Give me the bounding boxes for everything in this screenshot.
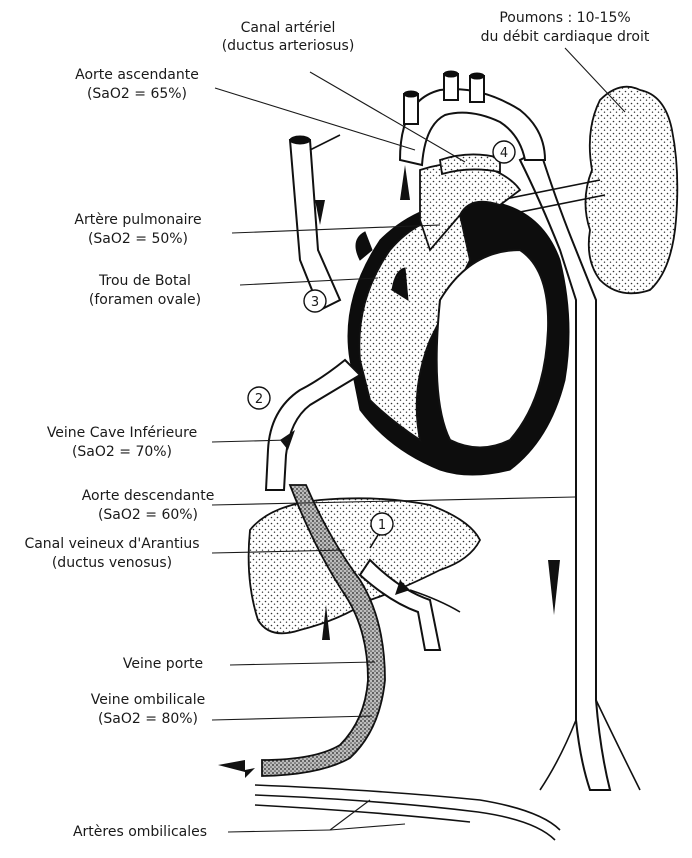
aorta-branch [540, 720, 576, 790]
leader-veine-porte [230, 662, 375, 665]
leader-arteres-ombilicales-1 [228, 830, 330, 832]
label-veine-porte: Veine porte [123, 656, 203, 672]
svg-text:4: 4 [500, 146, 508, 161]
marker-2: 2 [248, 387, 270, 409]
leader-poumons [565, 48, 625, 112]
label-canal-arteriel: Canal artériel [241, 20, 336, 36]
arch-vessel-2 [444, 74, 458, 100]
label-vci: Veine Cave Inférieure [47, 425, 197, 441]
label-trou-botal-sub: (foramen ovale) [89, 292, 201, 308]
label-trou-botal: Trou de Botal [98, 273, 191, 289]
label-aorte-ascendante: Aorte ascendante [75, 67, 199, 83]
marker-4: 4 [493, 141, 515, 163]
label-canal-arteriel-sub: (ductus arteriosus) [222, 38, 355, 54]
leader-arteres-ombilicales-3 [330, 824, 405, 830]
label-veine-ombilicale-sao2: (SaO2 = 80%) [98, 711, 198, 727]
leader-aorte-ascendante [215, 88, 415, 150]
label-arteres-ombilicales: Artères ombilicales [73, 824, 207, 840]
arch-vessel-1 [404, 94, 418, 124]
superior-vena-cava [290, 140, 340, 310]
label-poumons: Poumons : 10-15% [499, 10, 630, 26]
marker-1: 1 [371, 513, 393, 535]
label-poumons-sub: du débit cardiaque droit [481, 29, 650, 45]
marker-3: 3 [304, 290, 326, 312]
label-artere-pulmonaire: Artère pulmonaire [74, 212, 201, 228]
svg-text:2: 2 [255, 392, 263, 407]
svc-branch [310, 135, 340, 150]
svg-text:1: 1 [378, 518, 386, 533]
label-arantius-sub: (ductus venosus) [52, 555, 172, 571]
label-veine-ombilicale: Veine ombilicale [91, 692, 205, 708]
svg-text:3: 3 [311, 295, 319, 310]
leader-arteres-ombilicales-2 [330, 800, 370, 830]
flow-arrow [218, 760, 255, 778]
label-artere-pulmonaire-sao2: (SaO2 = 50%) [88, 231, 188, 247]
flow-arrow [548, 560, 560, 615]
leader-veine-ombilicale [212, 716, 372, 720]
inferior-vena-cava [266, 360, 360, 490]
umbilical-artery-2 [255, 795, 555, 840]
lung [585, 87, 677, 294]
label-aorte-descendante-sao2: (SaO2 = 60%) [98, 507, 198, 523]
arch-vessel-3 [470, 76, 484, 102]
flow-arrow [400, 165, 410, 200]
right-atrium [356, 232, 372, 260]
label-aorte-descendante: Aorte descendante [82, 488, 215, 504]
label-arantius: Canal veineux d'Arantius [24, 536, 199, 552]
label-vci-sao2: (SaO2 = 70%) [72, 444, 172, 460]
label-aorte-ascendante-sao2: (SaO2 = 65%) [87, 86, 187, 102]
